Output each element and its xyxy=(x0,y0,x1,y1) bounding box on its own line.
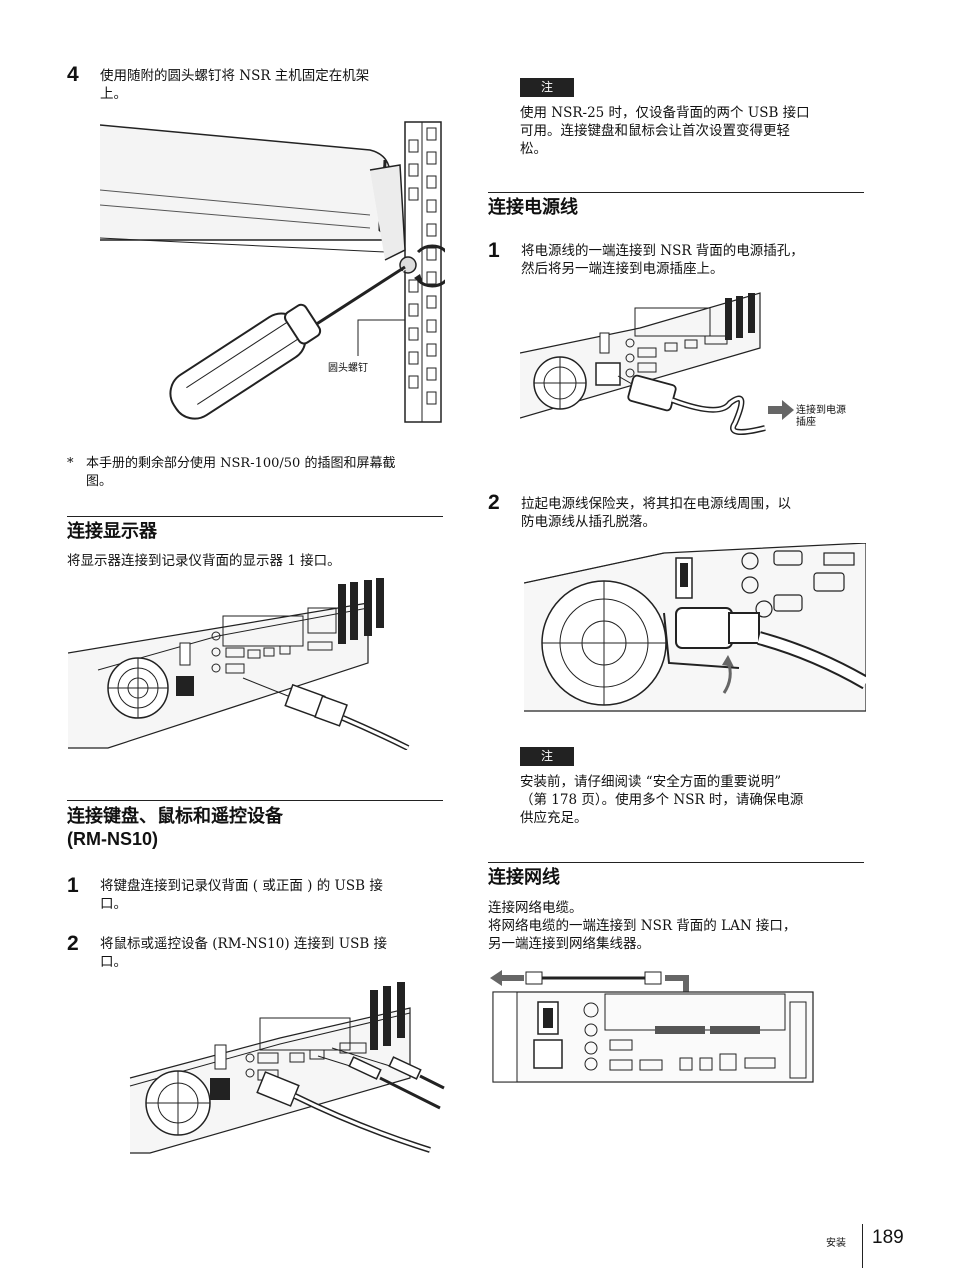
section-rule xyxy=(67,516,443,517)
heading-line: 连接键盘、鼠标和遥控设备 xyxy=(67,806,283,827)
network-line: 连接网络电缆。 xyxy=(488,900,583,916)
note-line: 供应充足。 xyxy=(520,810,588,826)
step-number: 1 xyxy=(488,239,500,262)
power-cable-illustration: 连接到电源 插座 xyxy=(520,288,865,440)
note-line: 使用 NSR-25 时，仅设备背面的两个 USB 接口 xyxy=(520,105,810,121)
step-number: 2 xyxy=(67,932,79,955)
section-heading-monitor: 连接显示器 xyxy=(67,521,157,542)
note-line: 松。 xyxy=(520,141,547,157)
note-line: 安装前，请仔细阅读 “安全方面的重要说明” xyxy=(520,774,782,790)
usb-connection-illustration xyxy=(100,978,445,1158)
network-line: 另一端连接到网络集线器。 xyxy=(488,936,650,952)
note-badge: 注 xyxy=(520,747,574,766)
callout-round-head-screw: 圆头螺钉 xyxy=(328,363,368,374)
step-text-line: 然后将另一端连接到电源插座上。 xyxy=(521,261,724,277)
step-text-line: 将电源线的一端连接到 NSR 背面的电源插孔， xyxy=(521,243,804,259)
page-number: 189 xyxy=(872,1227,904,1248)
step-text-line: 上。 xyxy=(100,86,127,102)
step-number: 2 xyxy=(488,491,500,514)
step-number: 4 xyxy=(67,63,79,86)
network-instructions: 连接网络电缆。 将网络电缆的一端连接到 NSR 背面的 LAN 接口， 另一端连… xyxy=(488,899,868,953)
callout-power-outlet: 连接到电源 插座 xyxy=(796,405,846,428)
footnote-line: 本手册的剩余部分使用 NSR-100/50 的插图和屏幕截 xyxy=(86,456,396,471)
note-line: （第 178 页）。使用多个 NSR 时，请确保电源 xyxy=(520,792,804,808)
rack-mount-illustration: 圆头螺钉 xyxy=(100,120,445,425)
section-heading-power: 连接电源线 xyxy=(488,197,578,218)
lan-connection-illustration xyxy=(490,968,815,1086)
note-text: 安装前，请仔细阅读 “安全方面的重要说明” （第 178 页）。使用多个 NSR… xyxy=(520,773,865,827)
step-text: 将鼠标或遥控设备 (RM-NS10) 连接到 USB 接 口。 xyxy=(100,935,445,971)
note-badge: 注 xyxy=(520,78,574,97)
step-text-line: 口。 xyxy=(100,954,127,970)
monitor-instruction: 将显示器连接到记录仪背面的显示器 1 接口。 xyxy=(67,553,341,569)
step-text: 拉起电源线保险夹，将其扣在电源线周围，以 防电源线从插孔脱落。 xyxy=(521,495,866,531)
step-text: 将电源线的一端连接到 NSR 背面的电源插孔， 然后将另一端连接到电源插座上。 xyxy=(521,242,866,278)
step-text-line: 将鼠标或遥控设备 (RM-NS10) 连接到 USB 接 xyxy=(100,936,388,952)
step-text-line: 口。 xyxy=(100,896,127,912)
footer-section-label: 安装 xyxy=(826,1238,846,1249)
step-text-line: 防电源线从插孔脱落。 xyxy=(521,514,656,530)
step-text: 使用随附的圆头螺钉将 NSR 主机固定在机架 上。 xyxy=(100,67,445,103)
step-text-line: 拉起电源线保险夹，将其扣在电源线周围，以 xyxy=(521,496,791,512)
step-text: 将键盘连接到记录仪背面 ( 或正面 ) 的 USB 接 口。 xyxy=(100,877,445,913)
step-text-line: 将键盘连接到记录仪背面 ( 或正面 ) 的 USB 接 xyxy=(100,878,383,894)
heading-line: (RM-NS10) xyxy=(67,829,159,849)
footnote: * 本手册的剩余部分使用 NSR-100/50 的插图和屏幕截 图。 xyxy=(67,455,447,491)
note-text: 使用 NSR-25 时，仅设备背面的两个 USB 接口 可用。连接键盘和鼠标会让… xyxy=(520,104,865,158)
footnote-mark: * xyxy=(67,456,74,471)
footer-divider xyxy=(862,1224,863,1268)
section-heading-keyboard: 连接键盘、鼠标和遥控设备 (RM-NS10) xyxy=(67,806,283,850)
note-line: 可用。连接键盘和鼠标会让首次设置变得更轻 xyxy=(520,123,790,139)
step-text-line: 使用随附的圆头螺钉将 NSR 主机固定在机架 xyxy=(100,68,370,84)
step-number: 1 xyxy=(67,874,79,897)
monitor-connection-illustration xyxy=(68,578,413,750)
footnote-line: 图。 xyxy=(86,474,113,489)
section-rule xyxy=(67,800,443,801)
section-rule xyxy=(488,862,864,863)
network-line: 将网络电缆的一端连接到 NSR 背面的 LAN 接口， xyxy=(488,918,797,934)
section-heading-network: 连接网线 xyxy=(488,867,560,888)
section-rule xyxy=(488,192,864,193)
power-clamp-illustration xyxy=(524,543,866,715)
